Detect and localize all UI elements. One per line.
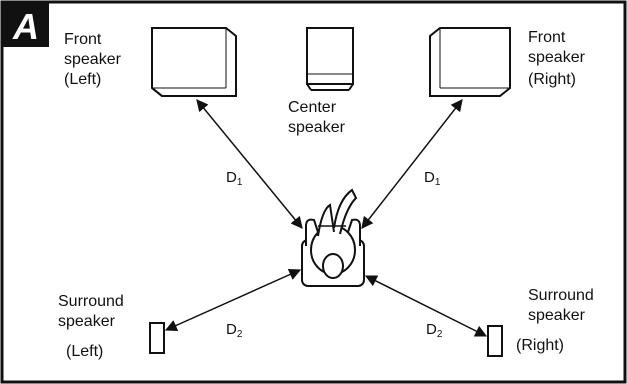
- svg-text:Front: Front: [528, 29, 566, 46]
- svg-text:(Right): (Right): [516, 337, 564, 354]
- center-speaker-icon: [306, 27, 354, 91]
- svg-text:Surround: Surround: [58, 293, 124, 310]
- svg-text:speaker: speaker: [58, 313, 116, 330]
- svg-text:(Left): (Left): [66, 343, 103, 360]
- svg-text:D1: D1: [226, 169, 243, 188]
- svg-text:D2: D2: [226, 321, 243, 340]
- listener-icon: [301, 188, 365, 287]
- svg-text:speaker: speaker: [64, 51, 122, 68]
- front-left-speaker-icon: [151, 27, 237, 97]
- d1-left-arrow: [196, 99, 303, 229]
- front-right-label: Front speaker (Right): [528, 29, 586, 88]
- panel-letter: A: [12, 6, 39, 47]
- d2-left-arrow: [164, 268, 302, 332]
- svg-text:D1: D1: [424, 169, 441, 188]
- d1-right-label: D1: [424, 169, 441, 188]
- d2-right-arrow: [364, 275, 488, 337]
- front-right-speaker-icon: [429, 27, 511, 97]
- surround-left-label: Surround speaker (Left): [58, 293, 124, 360]
- d1-left-label: D1: [226, 169, 243, 188]
- svg-text:speaker: speaker: [528, 307, 586, 324]
- svg-text:(Left): (Left): [64, 71, 101, 88]
- svg-text:(Right): (Right): [528, 71, 576, 88]
- surround-left-speaker-icon: [149, 322, 165, 354]
- center-label: Center speaker: [288, 99, 346, 136]
- d2-left-label: D2: [226, 321, 243, 340]
- svg-text:speaker: speaker: [528, 49, 586, 66]
- d1-right-arrow: [361, 99, 463, 229]
- svg-text:D2: D2: [426, 321, 443, 340]
- surround-right-speaker-icon: [487, 325, 503, 357]
- surround-right-label: Surround speaker (Right): [516, 287, 594, 354]
- svg-text:Front: Front: [64, 31, 102, 48]
- d2-right-label: D2: [426, 321, 443, 340]
- svg-text:Center: Center: [288, 99, 337, 116]
- svg-text:Surround: Surround: [528, 287, 594, 304]
- panel-label: A: [3, 3, 49, 47]
- svg-text:speaker: speaker: [288, 119, 346, 136]
- front-left-label: Front speaker (Left): [64, 31, 122, 88]
